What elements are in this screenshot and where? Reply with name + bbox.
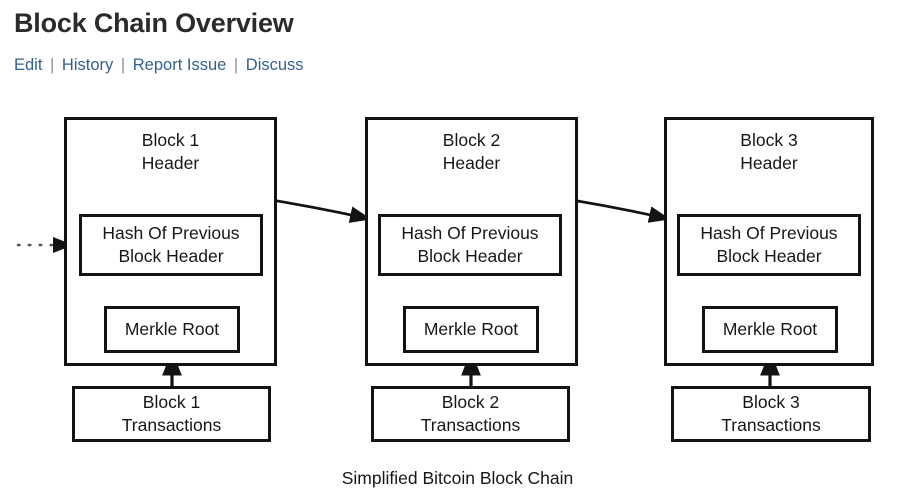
nav-link-report-issue[interactable]: Report Issue [132,56,227,74]
page-nav-links: Edit | History | Report Issue | Discuss [14,57,304,74]
nav-separator: | [120,56,126,74]
block-2-transactions-line1: Block 2 [441,391,500,412]
nav-separator: | [233,56,239,74]
block-2-prev-hash-line2: Block Header [417,246,523,266]
block-1-prev-hash-line2: Block Header [118,246,224,266]
block-3-prev-hash-line2: Block Header [716,246,822,266]
page-title: Block Chain Overview [14,8,294,38]
block-3-merkle-root-box: Merkle Root [702,306,838,353]
block-3-transactions-line2: Transactions [721,415,821,435]
block-2-prev-hash-line1: Hash Of Previous [401,222,539,243]
nav-link-edit[interactable]: Edit [14,56,43,74]
block-1-transactions-box: Block 1 Transactions [72,386,271,442]
nav-link-history[interactable]: History [61,56,114,74]
block-2-header-label-line1: Block 2 [442,130,501,150]
block-2-merkle-root-box: Merkle Root [403,306,539,353]
block-3-transactions-box: Block 3 Transactions [671,386,871,442]
block-3-prev-hash-line1: Hash Of Previous [700,222,838,243]
block-3-prev-hash-box: Hash Of Previous Block Header [677,214,861,276]
block-1-header-label-line2: Header [141,153,200,174]
block-1-header-label-line1: Block 1 [141,130,200,150]
block-2-prev-hash-box: Hash Of Previous Block Header [378,214,562,276]
block-3-merkle-root-label: Merkle Root [722,318,818,339]
block-3-header-label-line2: Header [740,153,798,174]
block-1-transactions-line2: Transactions [121,415,222,435]
block-1-merkle-root-box: Merkle Root [104,306,240,353]
block-1-transactions-line1: Block 1 [142,391,201,412]
block-1-prev-hash-box: Hash Of Previous Block Header [79,214,263,276]
block-1-prev-hash-line1: Hash Of Previous [102,222,240,243]
block-2-transactions-line2: Transactions [420,415,521,435]
nav-separator: | [50,56,55,74]
block-3-transactions-line1: Block 3 [742,391,800,412]
block-3-header-label-line1: Block 3 [740,130,798,150]
nav-link-discuss[interactable]: Discuss [245,56,304,74]
block-2-header-label-line2: Header [442,153,501,174]
block-2-merkle-root-label: Merkle Root [423,318,519,339]
diagram-caption: Simplified Bitcoin Block Chain [341,468,574,488]
block-1-merkle-root-label: Merkle Root [124,318,220,339]
block-2-transactions-box: Block 2 Transactions [371,386,570,442]
